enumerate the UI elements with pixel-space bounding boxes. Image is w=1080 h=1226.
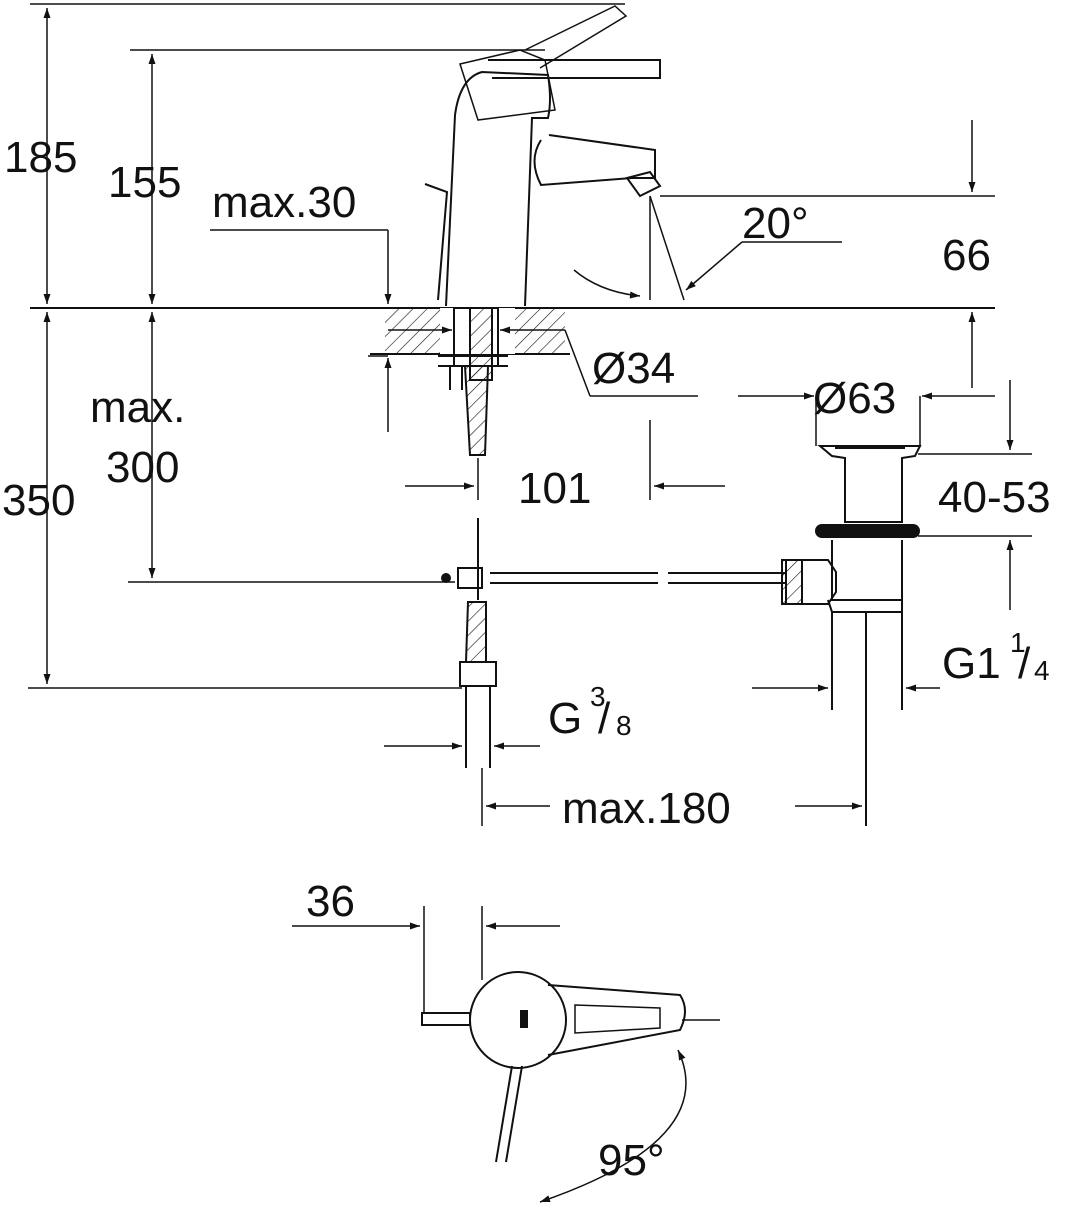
dim-40-53: 40-53 (938, 473, 1051, 522)
dim-g1-1-4-den: 4 (1034, 655, 1050, 686)
dim-66: 66 (942, 231, 991, 280)
dim-350: 350 (2, 476, 75, 525)
dim-g1-1-4-num: 1 (1010, 627, 1026, 658)
dim-dia34: Ø34 (592, 344, 675, 393)
dimension-lines (28, 3, 1032, 826)
faucet-top-view (292, 906, 720, 1203)
dim-101: 101 (518, 464, 591, 513)
dim-155: 155 (108, 158, 181, 207)
dimension-labels: 185 155 max.30 20° 66 Ø34 Ø63 max. 300 3… (2, 133, 1051, 1185)
dim-g-3-8-num: 3 (590, 681, 606, 712)
dim-max30: max.30 (212, 178, 356, 227)
dim-g1-1-4: G1 (942, 639, 1001, 688)
dim-185: 185 (4, 133, 77, 182)
dim-angle-20: 20° (742, 199, 809, 248)
dim-angle-95: 95° (598, 1136, 665, 1185)
fraction-slash-2: / (598, 694, 611, 743)
fraction-slash: / (1018, 639, 1031, 688)
faucet-side-view (30, 5, 995, 456)
dim-dia63: Ø63 (813, 374, 896, 423)
dim-max300-line2: 300 (106, 443, 179, 492)
dim-g-3-8-den: 8 (616, 710, 632, 741)
dim-g-3-8: G (548, 694, 582, 743)
pop-up-waste (781, 445, 922, 826)
dim-max180: max.180 (562, 784, 731, 833)
dim-max300-line1: max. (90, 383, 185, 432)
dim-36: 36 (306, 877, 355, 926)
supply-hose-and-connector (441, 518, 786, 768)
